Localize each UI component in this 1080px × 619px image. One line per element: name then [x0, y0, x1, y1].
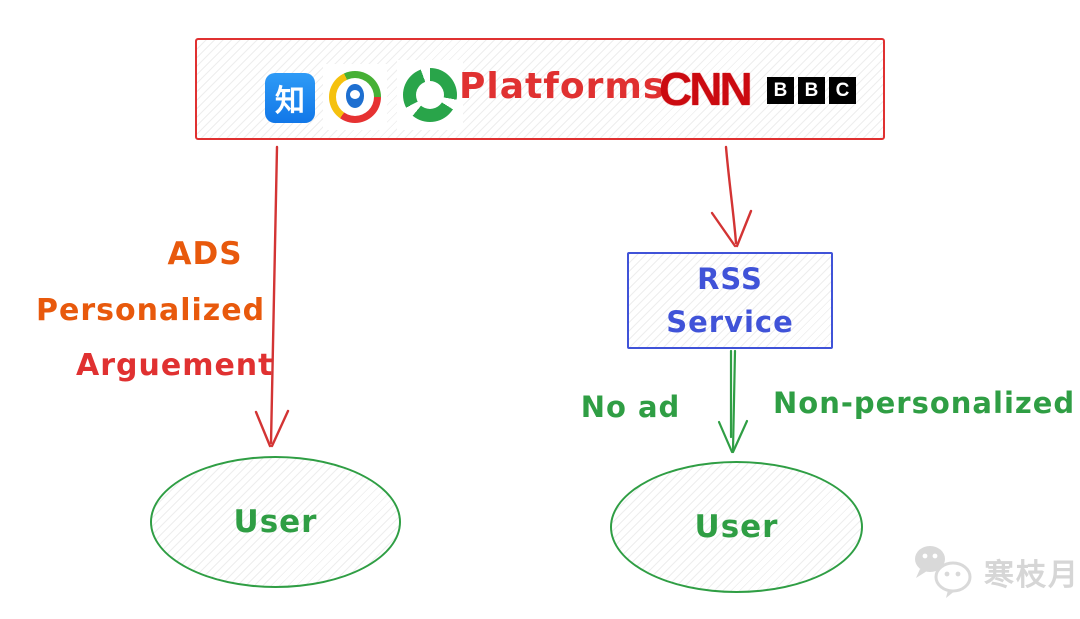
- green-spiral-logo-icon: [397, 60, 463, 130]
- no-ad-label: No ad: [580, 390, 681, 424]
- platforms-label: Platforms: [459, 66, 666, 107]
- zhihu-logo-icon: 知: [265, 73, 315, 123]
- cnn-logo: CNN: [659, 63, 753, 115]
- tencent-news-logo-icon: [323, 64, 387, 130]
- watermark-text: 寒枝月: [984, 558, 1080, 593]
- bbc-letter-block: C: [829, 77, 856, 104]
- rss-to-user-arrow: [717, 349, 749, 454]
- non-personalized-label: Non-personalized: [773, 386, 1076, 420]
- wechat-icon: [915, 546, 972, 598]
- penguin-icon: [346, 84, 364, 108]
- user-ellipse-left: User: [150, 456, 401, 588]
- rss-box-line1: RSS: [697, 262, 763, 297]
- ads-label: ADS: [167, 236, 243, 272]
- personalized-label: Personalized: [36, 293, 266, 328]
- user-ellipse-right: User: [610, 461, 863, 593]
- bbc-letter-block: B: [798, 77, 825, 104]
- rss-box-line2: Service: [666, 304, 794, 339]
- bbc-letter-block: B: [767, 77, 794, 104]
- rss-service-box: RSS Service: [627, 252, 833, 349]
- arguement-label: Arguement: [76, 348, 274, 383]
- user-label-left: User: [233, 504, 318, 540]
- zhihu-logo-char: 知: [275, 84, 305, 119]
- watermark: 寒枝月: [908, 542, 1080, 602]
- bbc-logo: B B C: [767, 77, 856, 104]
- platforms-to-rss-arrow: [710, 145, 753, 248]
- platforms-box: 知 Platforms CNN B B C: [195, 38, 885, 140]
- user-label-right: User: [694, 509, 779, 545]
